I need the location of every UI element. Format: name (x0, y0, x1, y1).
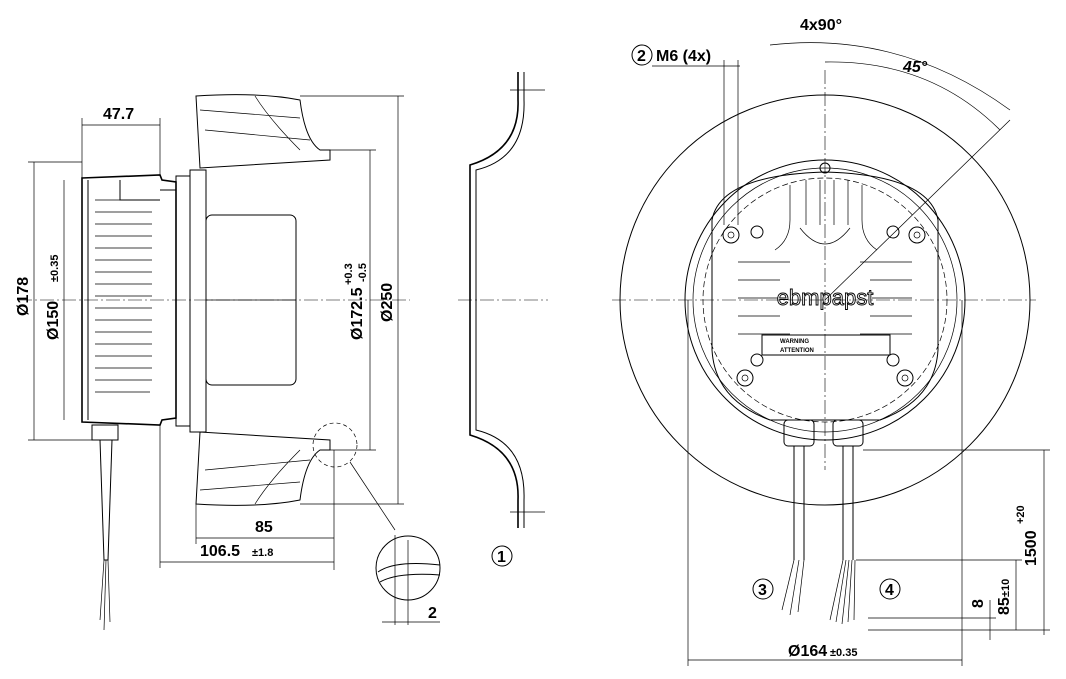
side-view: 47.7 Ø178 Ø150 ±0.35 Ø172.5 +0.3 -0.5 Ø2… (15, 94, 441, 631)
inlet-nozzle: 1 (458, 72, 548, 567)
dim-178: Ø178 (15, 277, 32, 316)
dim-85-lead: 85 (996, 597, 1013, 615)
dim-85: 85 (255, 519, 273, 536)
dim-150: Ø150 (45, 301, 62, 340)
tol-150: ±0.35 (49, 255, 61, 282)
dim-172: Ø172.5 (349, 287, 366, 340)
detail-gap: 2 (428, 605, 437, 622)
nozzle-callout: 1 (497, 549, 506, 566)
dim-motor-depth: 47.7 (103, 106, 134, 123)
tol-164: ±0.35 (830, 647, 857, 659)
attention-label: ATTENTION (780, 348, 814, 354)
callout-4: 4 (885, 582, 894, 599)
callout-3: 3 (758, 582, 767, 599)
dim-1065: 106.5 (200, 543, 240, 560)
dim-164: Ø164 (788, 643, 827, 660)
warning-label: WARNING (780, 339, 809, 345)
dim-8: 8 (970, 599, 987, 608)
callout-2: 2 (637, 48, 646, 65)
angle-45: 45° (902, 59, 928, 76)
front-view: ebmpapst WARNING ATTENTION 3 4 4x90° 45°… (612, 17, 1050, 666)
tol-85-lead: ±10 (1000, 579, 1012, 597)
tol-172-lower: -0.5 (357, 263, 369, 282)
screw-label: M6 (4x) (656, 48, 711, 65)
tol-172-upper: +0.3 (343, 263, 355, 285)
dim-250: Ø250 (379, 283, 396, 322)
dim-1500: 1500 (1023, 530, 1040, 566)
brand-logo: ebmpapst (777, 285, 874, 310)
tol-1500: +20 (1015, 505, 1027, 524)
tol-1065: ±1.8 (252, 547, 273, 559)
angle-total: 4x90° (800, 17, 842, 34)
